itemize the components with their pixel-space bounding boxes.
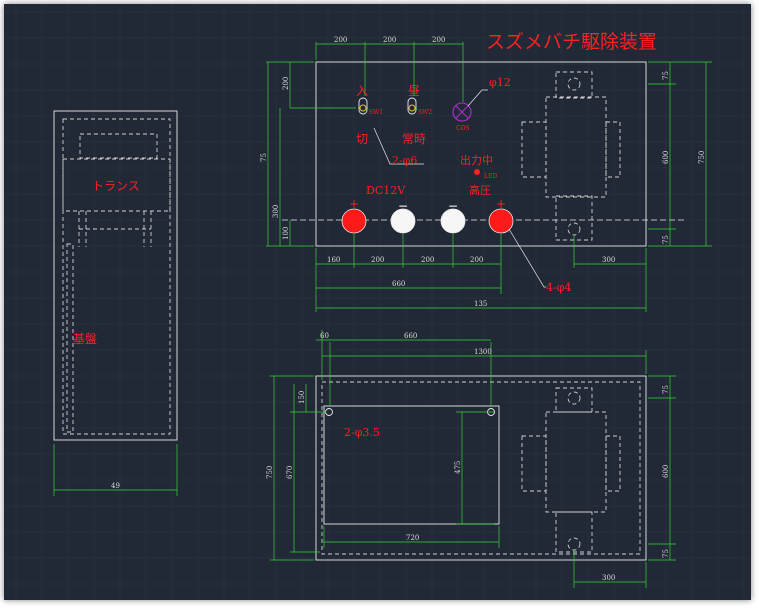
- cad-viewport[interactable]: スズメバチ駆除装置 トランス 基盤 49: [4, 4, 751, 600]
- dim-left-300: 300: [272, 205, 280, 218]
- leader-holes-4: [508, 228, 546, 288]
- transformer-top: [79, 133, 158, 159]
- dim-lower-150: 150: [298, 391, 306, 404]
- led-label: LED: [484, 173, 497, 180]
- dim-top-200a: 200: [334, 36, 347, 44]
- leader-phi12: [467, 89, 488, 107]
- dim-side-49: 49: [111, 482, 120, 490]
- base-transformer-top: [555, 387, 593, 413]
- dim-left-200: 200: [282, 77, 290, 90]
- output-on-label: 出力中: [460, 153, 493, 167]
- dim-bottom-300: 300: [602, 256, 615, 264]
- transformer-body: [62, 158, 171, 212]
- base-view: 2-φ3.5 60 660 1300 750 670 150 475: [266, 330, 676, 588]
- base-outline: [315, 375, 647, 561]
- background-grid: [4, 4, 751, 600]
- side-view: トランス 基盤 49: [53, 110, 178, 496]
- base-transformer-core: [545, 411, 607, 513]
- cds-sensor: [452, 102, 472, 122]
- circuit-board: [323, 405, 500, 525]
- minus-label-hv: −: [448, 199, 458, 213]
- dim-bottom-200a: 200: [371, 256, 384, 264]
- transformer-top-bracket: [555, 71, 593, 99]
- cds-label: CDS: [456, 125, 470, 132]
- transformer-terminals: [521, 121, 547, 178]
- board-label: 基盤: [73, 332, 97, 346]
- dim-right-600: 600: [662, 151, 670, 164]
- minus-label-dc: −: [398, 199, 408, 213]
- cad-drawing: スズメバチ駆除装置 トランス 基盤 49: [4, 4, 751, 600]
- holes-6-label: 2-φ6: [392, 154, 417, 167]
- switch-sw2: [407, 97, 417, 115]
- holes-35-label: 2-φ3.5: [344, 426, 380, 439]
- dim-lower-660: 660: [404, 332, 417, 340]
- dim-right-750: 750: [698, 151, 706, 164]
- base-mount-hole-bottom: [567, 537, 581, 551]
- dim-lower-1300: 1300: [474, 348, 492, 356]
- dim-top-200b: 200: [383, 36, 396, 44]
- dim-lower-670: 670: [286, 466, 294, 479]
- dim-lower-75a: 75: [662, 385, 670, 394]
- board-edge: [66, 243, 74, 433]
- side-view-outline: [53, 110, 178, 441]
- led-indicator: [474, 169, 480, 175]
- dim-lower-300: 300: [602, 574, 615, 582]
- dc12v-label: DC12V: [366, 184, 406, 197]
- side-view-inner-outline: [62, 118, 171, 435]
- high-voltage-label: 高圧: [469, 183, 491, 197]
- dim-bottom-160: 160: [327, 256, 340, 264]
- base-mount-hole-top: [567, 391, 581, 405]
- terminal-hv-minus: [440, 208, 466, 234]
- switch-off-label: 切: [356, 132, 368, 146]
- dim-bottom-660: 660: [392, 280, 405, 288]
- transformer-core: [545, 96, 607, 198]
- sw2-label: SW2: [418, 109, 432, 116]
- base-transformer-terminals: [521, 435, 547, 492]
- dim-top-200c: 200: [432, 36, 445, 44]
- plus-label-dc: +: [349, 197, 359, 211]
- dim-lower-600: 600: [662, 465, 670, 478]
- switch-on-label: 入: [356, 84, 368, 98]
- dim-right-75b: 75: [662, 235, 670, 244]
- drawing-title: スズメバチ駆除装置: [486, 31, 657, 53]
- front-panel-outline: [315, 61, 647, 247]
- terminal-dc-minus: [390, 208, 416, 234]
- front-view: 入 切 昼 常時 SW1 SW2 2-φ6 φ12 CDS 出力中 LED DC…: [260, 36, 712, 312]
- phi12-label: φ12: [489, 76, 511, 89]
- mount-hole-bottom: [567, 222, 581, 236]
- mount-hole-top: [567, 77, 581, 91]
- transformer-label: トランス: [92, 179, 140, 193]
- dim-left-75: 75: [260, 153, 268, 162]
- switch-sw1: [358, 97, 368, 115]
- leader-holes-6: [373, 127, 424, 165]
- dim-lower-720: 720: [406, 534, 419, 542]
- plus-label-hv: +: [496, 197, 506, 211]
- transformer-bottom-bracket: [555, 195, 593, 241]
- dim-right-75a: 75: [662, 71, 670, 80]
- sw1-label: SW1: [369, 109, 383, 116]
- dim-bottom-200c: 200: [470, 256, 483, 264]
- holes-4-label: 4-φ4: [546, 281, 571, 294]
- switch-always-label: 常時: [402, 132, 426, 146]
- dim-lower-475: 475: [454, 461, 462, 474]
- board-hole-left: [325, 408, 333, 416]
- transformer-side: [605, 121, 621, 178]
- dim-bottom-135: 135: [474, 300, 487, 308]
- terminal-dc-plus: [341, 208, 367, 234]
- dim-bottom-200b: 200: [421, 256, 434, 264]
- base-transformer-side: [605, 435, 621, 492]
- terminal-hv-plus: [488, 208, 514, 234]
- dim-lower-750: 750: [266, 466, 274, 479]
- dim-lower-75b: 75: [662, 549, 670, 558]
- dim-left-100: 100: [282, 227, 290, 240]
- dim-lower-60: 60: [320, 332, 329, 340]
